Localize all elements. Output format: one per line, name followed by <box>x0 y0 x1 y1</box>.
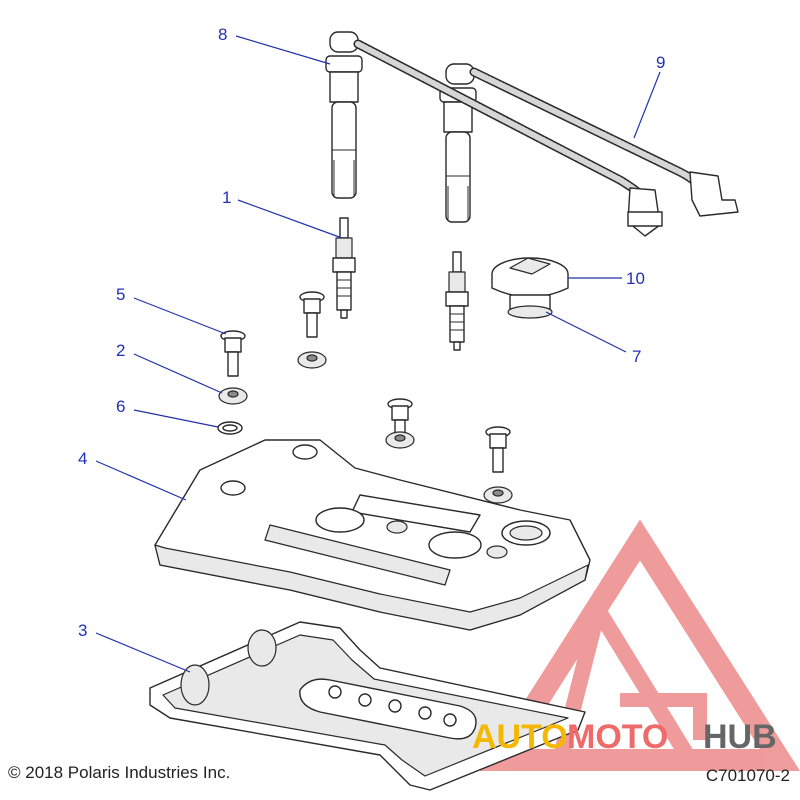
spark-plug-boot-right <box>439 63 477 223</box>
watermark-text: AUTO MOTO HUB <box>472 718 777 756</box>
callout-3: 3 <box>78 621 87 640</box>
callout-6: 6 <box>116 397 125 416</box>
spark-plug-wire-rear <box>469 67 739 217</box>
valve-cover-gasket <box>149 621 586 791</box>
washer-right <box>483 486 513 504</box>
leader-1 <box>237 199 343 239</box>
spark-plug-right <box>445 251 469 351</box>
spark-plug-boot-left <box>325 31 363 199</box>
leader-3 <box>95 632 191 673</box>
washer-center <box>385 431 415 449</box>
callout-8: 8 <box>218 25 227 44</box>
callout-9: 9 <box>656 53 665 72</box>
oil-cap-o-ring <box>507 305 553 319</box>
leader-9 <box>633 71 661 139</box>
watermark-logo <box>479 519 800 771</box>
callout-5: 5 <box>116 285 125 304</box>
leader-2 <box>133 353 223 394</box>
bolt-left <box>220 330 246 377</box>
oil-filler-cap <box>491 257 569 310</box>
callout-10: 10 <box>626 269 645 288</box>
watermark-moto: MOTO <box>567 718 668 756</box>
leader-6 <box>133 409 219 428</box>
callout-2: 2 <box>116 341 125 360</box>
o-ring-seal <box>217 421 243 435</box>
callout-4: 4 <box>78 449 87 468</box>
spark-plug-left <box>332 217 356 319</box>
bolt-middle <box>299 291 325 338</box>
leader-lines <box>95 35 661 673</box>
callout-7: 7 <box>632 347 641 366</box>
leader-5 <box>133 297 227 335</box>
watermark-auto: AUTO <box>472 718 568 756</box>
watermark-hub: HUB <box>703 718 777 756</box>
callout-1: 1 <box>222 188 231 207</box>
washer-middle <box>297 351 327 369</box>
spark-plug-wire-front <box>353 39 663 237</box>
bolt-front-right <box>485 426 511 473</box>
callout-labels: 8 9 1 10 5 7 2 6 4 3 <box>78 25 665 640</box>
copyright-notice: © 2018 Polaris Industries Inc. <box>8 763 231 782</box>
leader-7 <box>545 311 627 353</box>
washer-left <box>218 387 248 405</box>
leader-4 <box>95 460 187 501</box>
leader-8 <box>235 35 331 65</box>
figure-id: C701070-2 <box>705 766 790 785</box>
valve-cover <box>154 439 591 631</box>
